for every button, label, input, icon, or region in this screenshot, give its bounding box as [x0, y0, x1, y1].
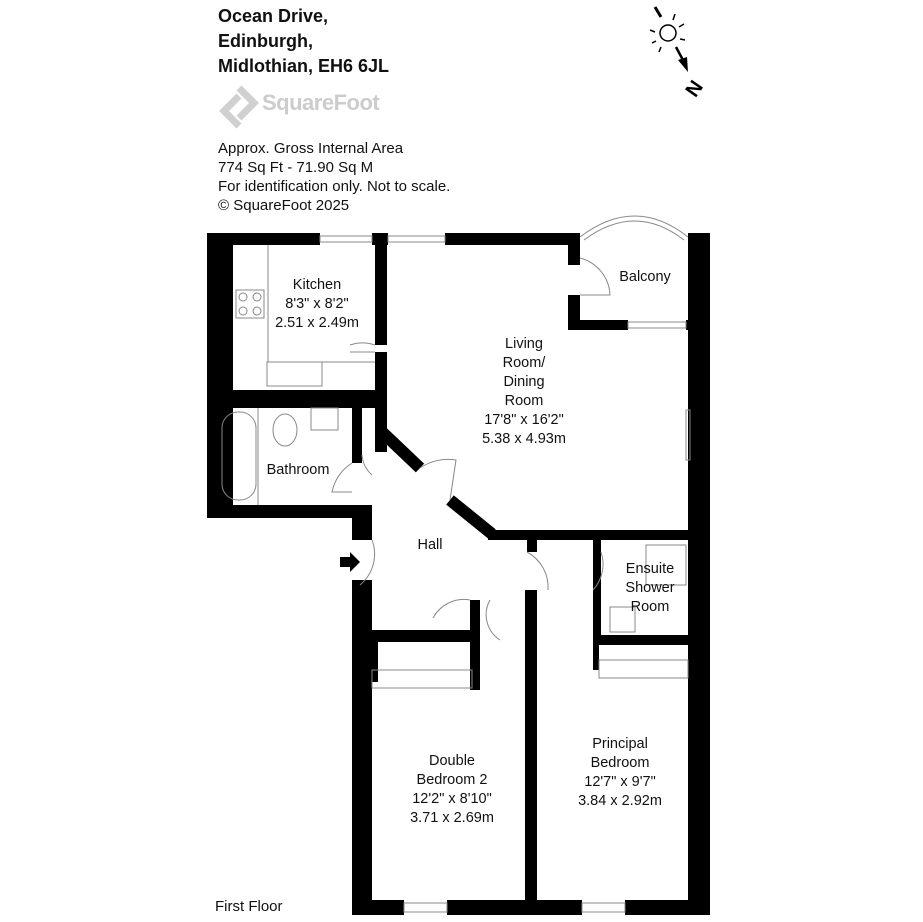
area-info: Approx. Gross Internal Area 774 Sq Ft - … [218, 139, 450, 215]
room-balcony: Balcony [619, 268, 671, 287]
room-metric: 2.51 x 2.49m [275, 315, 359, 331]
room-kitchen: Kitchen 8'3" x 8'2" 2.51 x 2.49m [275, 276, 359, 333]
floor-label: First Floor [215, 898, 283, 915]
room-imperial: 17'8" x 16'2" [484, 412, 564, 428]
area-value: 774 Sq Ft - 71.90 Sq M [218, 159, 374, 176]
room-imperial: 8'3" x 8'2" [285, 296, 349, 312]
copyright: © SquareFoot 2025 [218, 197, 350, 214]
diagonal-walls [375, 425, 496, 539]
room-metric: 3.84 x 2.92m [578, 793, 662, 809]
fixtures [221, 215, 691, 913]
room-hall: Hall [417, 537, 443, 553]
squarefoot-logo: SquareFoot [218, 84, 380, 135]
room-imperial: 12'2" x 8'10" [412, 791, 492, 807]
entrance-arrow-icon [340, 552, 360, 572]
walls [207, 233, 710, 915]
address-line-1: Ocean Drive, [218, 6, 329, 26]
room-metric: 3.71 x 2.69m [410, 810, 494, 826]
room-imperial: 12'7" x 9'7" [584, 774, 656, 790]
property-address: Ocean Drive, Edinburgh, Midlothian, EH6 … [218, 4, 389, 79]
address-line-3: Midlothian, EH6 6JL [218, 56, 390, 76]
area-label: Approx. Gross Internal Area [218, 140, 404, 157]
room-bathroom: Bathroom [266, 462, 330, 478]
compass-icon: N [649, 6, 708, 100]
disclaimer: For identification only. Not to scale. [218, 178, 451, 195]
logo-text: SquareFoot [262, 90, 380, 115]
logo-icon [219, 85, 259, 129]
address-line-2: Edinburgh, [218, 31, 313, 51]
room-metric: 5.38 x 4.93m [482, 431, 566, 447]
room-name: Kitchen [292, 277, 342, 293]
room-name: Balcony [619, 269, 671, 285]
